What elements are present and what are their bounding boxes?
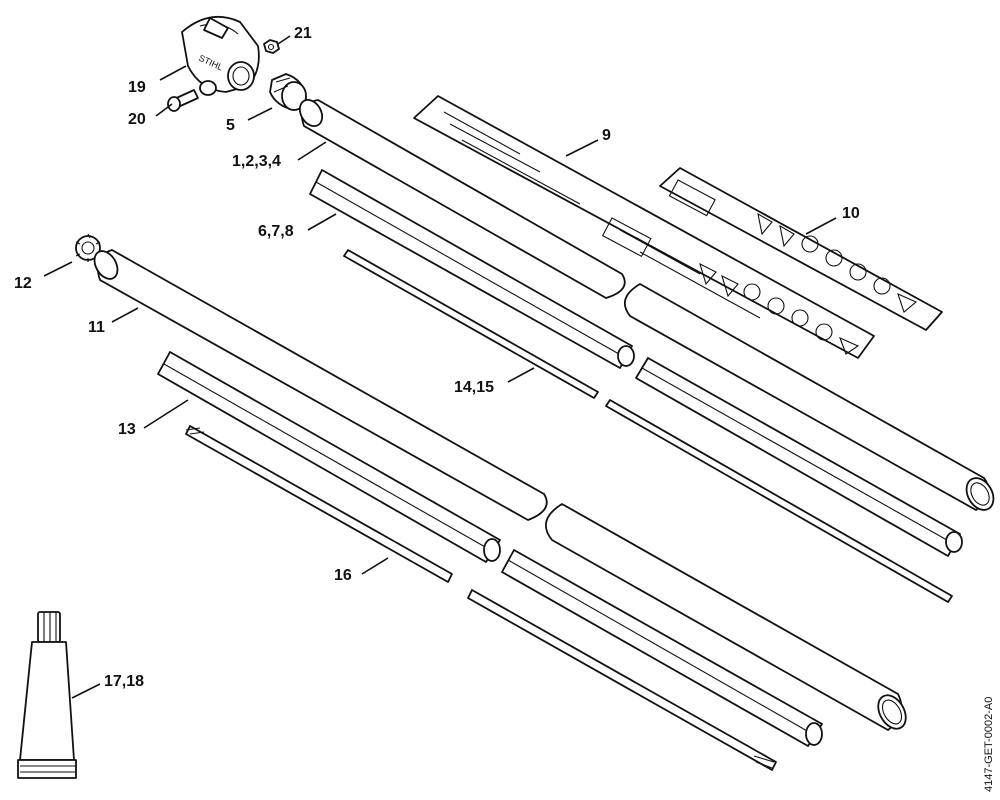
callout-9: 9: [602, 127, 611, 144]
part-16-drive-shaft: [185, 425, 777, 771]
callout-1718: 17,18: [104, 673, 144, 690]
part-1718-grease-tube: [17, 611, 77, 779]
callout-21: 21: [294, 25, 312, 42]
callout-12: 12: [14, 275, 32, 292]
callout-5: 5: [226, 117, 235, 134]
callout-20: 20: [128, 111, 146, 128]
leader-lines: [43, 35, 837, 699]
part-9-label: [413, 95, 875, 359]
part-11-drive-tube: [93, 249, 907, 731]
part-10-label: [659, 167, 943, 331]
callout-16: 16: [334, 567, 352, 584]
part-20-screw: [167, 89, 199, 112]
part-21-nut: [263, 39, 280, 54]
callout-13: 13: [118, 421, 136, 438]
drawing-code: 4147-GET-0002-A0: [983, 697, 995, 792]
callout-19: 19: [128, 79, 146, 96]
callout-678: 6,7,8: [258, 223, 294, 240]
part-678-liner: [309, 169, 963, 557]
part-19-handle-clamp: STIHL: [181, 15, 260, 96]
callout-labels: 21 19 20 5 1,2,3,4 9 10 6,7,8 12 11 14,1…: [14, 25, 860, 690]
callout-1415: 14,15: [454, 379, 494, 396]
callout-10: 10: [842, 205, 860, 222]
callout-1234: 1,2,3,4: [232, 153, 281, 170]
part-13-liner: [157, 351, 823, 747]
part-1234-drive-tube: [298, 98, 995, 511]
part-5-sleeve: [269, 73, 307, 111]
callout-11: 11: [88, 319, 105, 336]
part-1415-drive-shaft: [343, 249, 953, 603]
